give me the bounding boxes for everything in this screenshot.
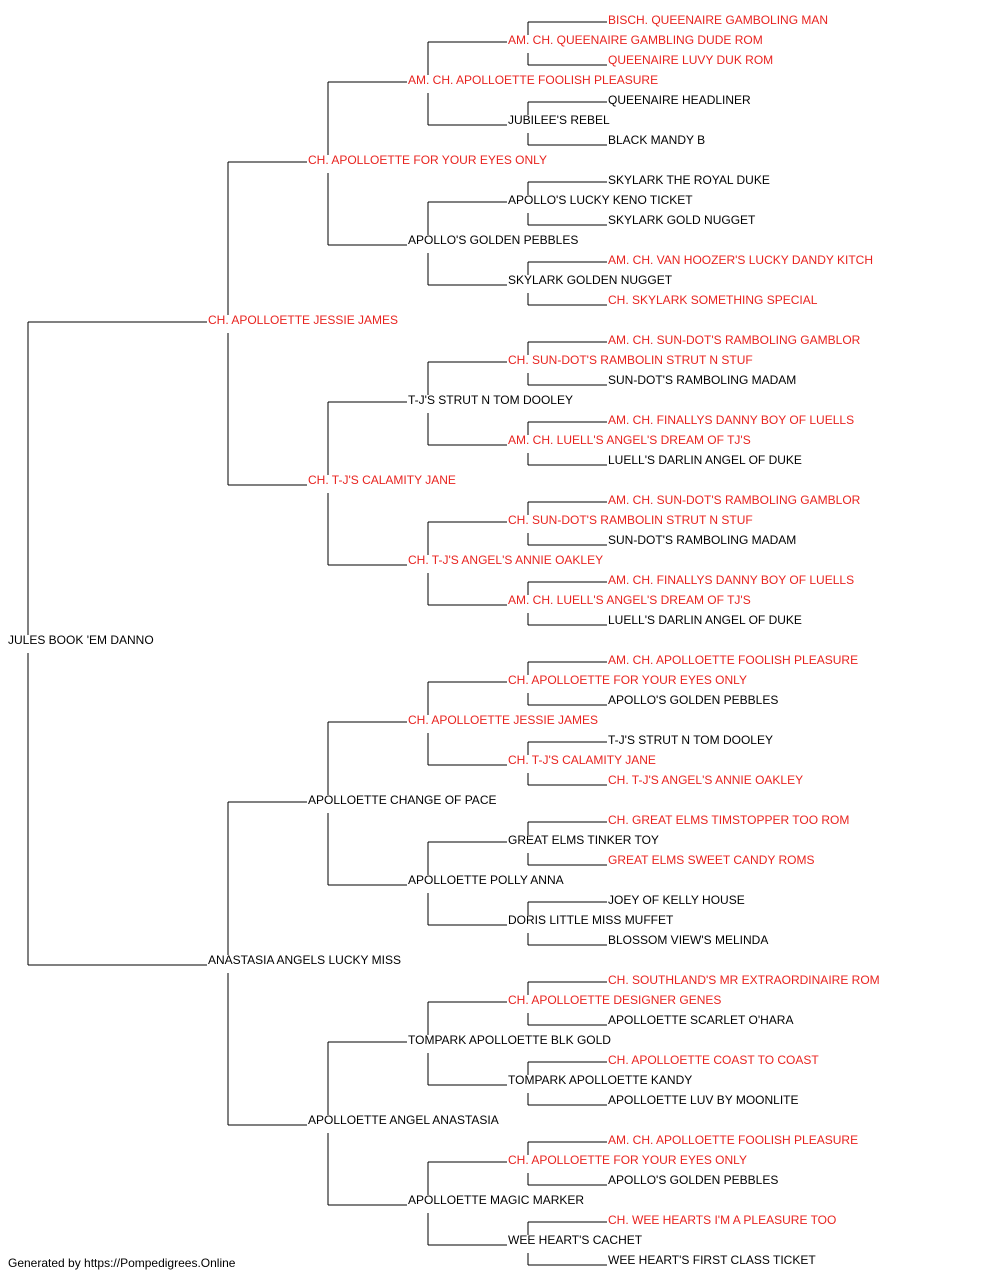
gen5-ancestor-name: CH. APOLLOETTE COAST TO COAST <box>608 1053 819 1067</box>
grandparent-name: CH. T-J'S CALAMITY JANE <box>308 473 456 487</box>
great-grandparent-name: CH. APOLLOETTE JESSIE JAMES <box>408 713 598 727</box>
gen4-ancestor-name: APOLLO'S LUCKY KENO TICKET <box>508 193 693 207</box>
gen5-ancestor-name: AM. CH. FINALLYS DANNY BOY OF LUELLS <box>608 413 854 427</box>
gen4-ancestor-name: CH. SUN-DOT'S RAMBOLIN STRUT N STUF <box>508 513 753 527</box>
gen4-ancestor-name: AM. CH. QUEENAIRE GAMBLING DUDE ROM <box>508 33 763 47</box>
gen5-ancestor-name: CH. WEE HEARTS I'M A PLEASURE TOO <box>608 1213 836 1227</box>
gen5-ancestor-name: AM. CH. APOLLOETTE FOOLISH PLEASURE <box>608 653 858 667</box>
gen5-ancestor-name: APOLLO'S GOLDEN PEBBLES <box>608 693 778 707</box>
great-grandparent-name: CH. T-J'S ANGEL'S ANNIE OAKLEY <box>408 553 603 567</box>
gen5-ancestor-name: AM. CH. VAN HOOZER'S LUCKY DANDY KITCH <box>608 253 873 267</box>
sire-name: CH. APOLLOETTE JESSIE JAMES <box>208 313 398 327</box>
grandparent-name: CH. APOLLOETTE FOR YOUR EYES ONLY <box>308 153 547 167</box>
great-grandparent-name: APOLLOETTE POLLY ANNA <box>408 873 564 887</box>
gen5-ancestor-name: CH. T-J'S ANGEL'S ANNIE OAKLEY <box>608 773 803 787</box>
gen5-ancestor-name: QUEENAIRE HEADLINER <box>608 93 751 107</box>
gen5-ancestor-name: CH. SKYLARK SOMETHING SPECIAL <box>608 293 818 307</box>
gen4-ancestor-name: CH. APOLLOETTE FOR YOUR EYES ONLY <box>508 1153 747 1167</box>
gen5-ancestor-name: LUELL'S DARLIN ANGEL OF DUKE <box>608 453 802 467</box>
gen4-ancestor-name: CH. SUN-DOT'S RAMBOLIN STRUT N STUF <box>508 353 753 367</box>
great-grandparent-name: AM. CH. APOLLOETTE FOOLISH PLEASURE <box>408 73 658 87</box>
pedigree-connectors <box>27 21 607 1266</box>
gen4-ancestor-name: CH. APOLLOETTE FOR YOUR EYES ONLY <box>508 673 747 687</box>
gen5-ancestor-name: APOLLOETTE SCARLET O'HARA <box>608 1013 793 1027</box>
gen5-ancestor-name: APOLLOETTE LUV BY MOONLITE <box>608 1093 799 1107</box>
gen5-ancestor-name: CH. GREAT ELMS TIMSTOPPER TOO ROM <box>608 813 849 827</box>
gen5-ancestor-name: BLACK MANDY B <box>608 133 705 147</box>
gen5-ancestor-name: SKYLARK THE ROYAL DUKE <box>608 173 770 187</box>
gen5-ancestor-name: SKYLARK GOLD NUGGET <box>608 213 756 227</box>
gen4-ancestor-name: SKYLARK GOLDEN NUGGET <box>508 273 673 287</box>
subject-name: JULES BOOK 'EM DANNO <box>8 633 154 647</box>
gen5-ancestor-name: AM. CH. APOLLOETTE FOOLISH PLEASURE <box>608 1133 858 1147</box>
gen4-ancestor-name: CH. T-J'S CALAMITY JANE <box>508 753 656 767</box>
gen5-ancestor-name: APOLLO'S GOLDEN PEBBLES <box>608 1173 778 1187</box>
gen4-ancestor-name: CH. APOLLOETTE DESIGNER GENES <box>508 993 721 1007</box>
gen5-ancestor-name: GREAT ELMS SWEET CANDY ROMS <box>608 853 814 867</box>
gen5-ancestor-name: QUEENAIRE LUVY DUK ROM <box>608 53 773 67</box>
gen4-ancestor-name: TOMPARK APOLLOETTE KANDY <box>508 1073 692 1087</box>
gen5-ancestor-name: LUELL'S DARLIN ANGEL OF DUKE <box>608 613 802 627</box>
gen5-ancestor-name: SUN-DOT'S RAMBOLING MADAM <box>608 373 796 387</box>
grandparent-name: APOLLOETTE CHANGE OF PACE <box>308 793 496 807</box>
footer-credit: Generated by https://Pompedigrees.Online <box>8 1256 236 1270</box>
gen4-ancestor-name: AM. CH. LUELL'S ANGEL'S DREAM OF TJ'S <box>508 433 751 447</box>
gen4-ancestor-name: AM. CH. LUELL'S ANGEL'S DREAM OF TJ'S <box>508 593 751 607</box>
gen5-ancestor-name: CH. SOUTHLAND'S MR EXTRAORDINAIRE ROM <box>608 973 880 987</box>
gen5-ancestor-name: JOEY OF KELLY HOUSE <box>608 893 745 907</box>
grandparent-name: APOLLOETTE ANGEL ANASTASIA <box>308 1113 499 1127</box>
gen5-ancestor-name: BISCH. QUEENAIRE GAMBOLING MAN <box>608 13 828 27</box>
gen5-ancestor-name: AM. CH. SUN-DOT'S RAMBOLING GAMBLOR <box>608 333 861 347</box>
gen4-ancestor-name: DORIS LITTLE MISS MUFFET <box>508 913 674 927</box>
dam-name: ANASTASIA ANGELS LUCKY MISS <box>208 953 401 967</box>
great-grandparent-name: TOMPARK APOLLOETTE BLK GOLD <box>408 1033 611 1047</box>
pedigree-labels: JULES BOOK 'EM DANNO CH. APOLLOETTE JESSI… <box>8 13 880 1267</box>
gen5-ancestor-name: T-J'S STRUT N TOM DOOLEY <box>608 733 773 747</box>
gen5-ancestor-name: WEE HEART'S FIRST CLASS TICKET <box>608 1253 816 1267</box>
great-grandparent-name: APOLLO'S GOLDEN PEBBLES <box>408 233 578 247</box>
gen5-ancestor-name: SUN-DOT'S RAMBOLING MADAM <box>608 533 796 547</box>
great-grandparent-name: T-J'S STRUT N TOM DOOLEY <box>408 393 573 407</box>
gen4-ancestor-name: GREAT ELMS TINKER TOY <box>508 833 659 847</box>
gen5-ancestor-name: BLOSSOM VIEW'S MELINDA <box>608 933 768 947</box>
great-grandparent-name: APOLLOETTE MAGIC MARKER <box>408 1193 584 1207</box>
gen5-ancestor-name: AM. CH. FINALLYS DANNY BOY OF LUELLS <box>608 573 854 587</box>
gen5-ancestor-name: AM. CH. SUN-DOT'S RAMBOLING GAMBLOR <box>608 493 861 507</box>
gen4-ancestor-name: JUBILEE'S REBEL <box>508 113 610 127</box>
gen4-ancestor-name: WEE HEART'S CACHET <box>508 1233 643 1247</box>
